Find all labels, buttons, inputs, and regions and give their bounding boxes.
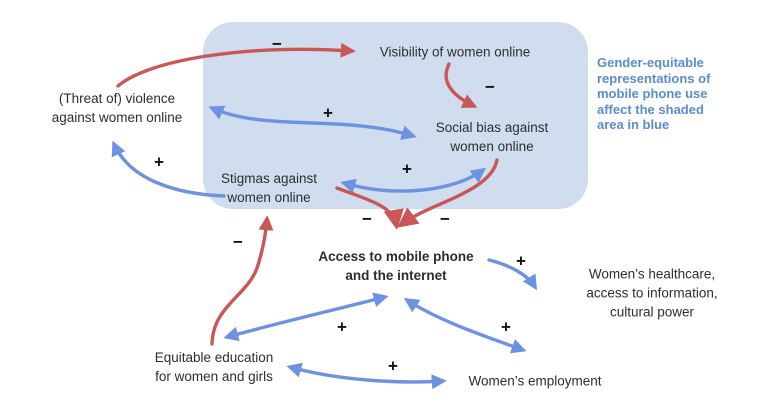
edge-visibility-socialbias bbox=[444, 62, 478, 108]
sign-violence-visibility: − bbox=[272, 34, 282, 54]
node-healthcare-line2: access to information, bbox=[586, 285, 718, 301]
node-violence-line2: against women online bbox=[51, 110, 183, 125]
edge-stigmas-access bbox=[335, 186, 404, 231]
sign-access-healthcare: + bbox=[516, 251, 526, 271]
node-violence-line1: (Threat of) violence bbox=[58, 91, 176, 106]
edge-education-stigmas bbox=[210, 215, 274, 346]
sign-stigmas-access: − bbox=[362, 209, 372, 229]
node-education-line2: for women and girls bbox=[155, 369, 273, 384]
node-employment-line1: Women’s employment bbox=[468, 373, 602, 389]
sign-education-employment: + bbox=[388, 356, 398, 376]
edge-stigmas-socialbias bbox=[340, 167, 486, 194]
node-visibility-line1: Visibility of women online bbox=[379, 44, 531, 60]
edge-access-employment bbox=[403, 297, 527, 354]
node-access: Access to mobile phone and the internet bbox=[318, 247, 473, 285]
edge-access-healthcare bbox=[487, 258, 537, 291]
node-stigmas-line1: Stigmas against bbox=[220, 171, 318, 186]
node-social-bias-line2: women online bbox=[450, 139, 534, 154]
sign-visibility-socialbias: − bbox=[485, 77, 495, 97]
caption-line4: affect the shaded bbox=[597, 101, 704, 117]
node-healthcare: Women’s healthcare, access to informatio… bbox=[586, 265, 717, 322]
caption-line1: Gender-equitable bbox=[597, 55, 704, 70]
sign-education-access: + bbox=[337, 317, 347, 337]
node-education-line1: Equitable education bbox=[154, 350, 274, 365]
caption-line2: representations of bbox=[597, 70, 711, 86]
node-violence: (Threat of) violence against women onlin… bbox=[52, 89, 183, 127]
edge-socialbias-access bbox=[397, 158, 499, 228]
sign-stigmas-socialbias: + bbox=[402, 159, 412, 179]
sign-education-stigmas: − bbox=[233, 232, 243, 252]
edge-education-employment bbox=[286, 362, 447, 390]
node-healthcare-line1: Women’s healthcare, bbox=[588, 266, 716, 282]
edge-stigmas-violence bbox=[111, 140, 226, 198]
shaded-region-caption: Gender-equitable representations of mobi… bbox=[597, 55, 710, 133]
node-stigmas-line2: women online bbox=[227, 190, 311, 205]
node-stigmas: Stigmas against women online bbox=[221, 169, 317, 207]
node-visibility: Visibility of women online bbox=[380, 43, 531, 62]
node-education: Equitable education for women and girls bbox=[155, 348, 274, 386]
node-access-line1: Access to mobile phone bbox=[318, 249, 474, 264]
edge-violence-visibility bbox=[116, 42, 356, 88]
sign-socialbias-violence: + bbox=[323, 103, 333, 123]
sign-socialbias-access: − bbox=[440, 209, 450, 229]
caption-line3: mobile phone use bbox=[597, 86, 708, 101]
node-employment: Women’s employment bbox=[468, 372, 601, 391]
caption-line5: area in blue bbox=[597, 117, 670, 132]
edge-education-access bbox=[223, 292, 389, 342]
edge-socialbias-violence bbox=[208, 105, 417, 140]
node-access-line2: and the internet bbox=[345, 268, 447, 283]
node-social-bias: Social bias against women online bbox=[436, 118, 549, 156]
node-social-bias-line1: Social bias against bbox=[435, 120, 549, 135]
sign-access-employment: + bbox=[501, 317, 511, 337]
sign-stigmas-violence: + bbox=[154, 152, 164, 172]
node-healthcare-line3: cultural power bbox=[609, 304, 695, 320]
